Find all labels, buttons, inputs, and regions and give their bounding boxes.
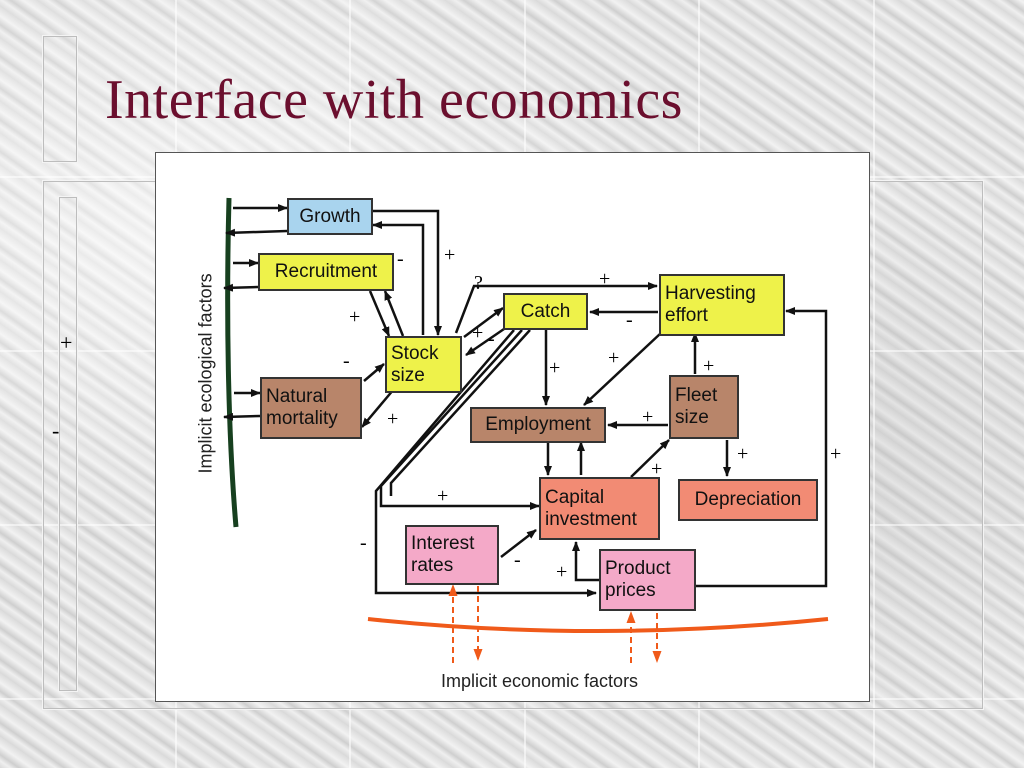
node-recruitment: Recruitment xyxy=(258,253,394,291)
arrow-recruitment-eco xyxy=(223,283,259,292)
node-interest-rates: Interest rates xyxy=(405,525,499,585)
economic-factors-label: Implicit economic factors xyxy=(441,671,639,691)
arrow-mortality-eco xyxy=(223,412,261,421)
sign-catch-capital-plus: + xyxy=(437,485,449,507)
arrow-recruitment-stock xyxy=(368,290,391,337)
slide-title: Interface with economics xyxy=(105,69,683,131)
side-plus-sign: + xyxy=(60,330,73,355)
node-harvesting-effort: Harvesting effort xyxy=(659,274,785,336)
node-capital-investment: Capital investment xyxy=(539,477,660,540)
arrow-interest-capital xyxy=(500,529,537,558)
arrow-catch-capital-inner xyxy=(389,329,531,496)
tile-seam xyxy=(873,0,875,768)
arrow-stock-effort xyxy=(454,282,658,334)
node-catch: Catch xyxy=(503,293,588,330)
sign-prices-capital-plus: + xyxy=(556,561,568,583)
economic-factors-arc xyxy=(367,617,829,633)
node-stock-size: Stock size xyxy=(385,336,462,393)
diagram-panel: Growth Recruitment Natural mortality Sto… xyxy=(155,152,870,702)
ecological-factors-line xyxy=(225,197,239,528)
sign-effort-employment-plus: + xyxy=(608,347,620,369)
sign-interest-capital-minus: - xyxy=(514,549,521,571)
arrow-stock-growth xyxy=(372,221,425,335)
sign-stock-mortality-plus: + xyxy=(387,408,399,430)
node-product-prices: Product prices xyxy=(599,549,696,611)
left-accent-bar xyxy=(58,196,78,692)
node-depreciation: Depreciation xyxy=(678,479,818,521)
arrow-stock-mortality xyxy=(361,388,395,428)
sign-recruit-stock-plus: + xyxy=(349,306,361,328)
sign-catch-prices-minus: - xyxy=(360,532,367,554)
sign-stock-catch-plus: + xyxy=(472,322,484,344)
sign-catch-employment-plus: + xyxy=(549,357,561,379)
arrow-catch-prices xyxy=(374,329,597,597)
arrow-prices-capital xyxy=(572,541,599,582)
arrow-stock-catch xyxy=(463,306,504,339)
sign-capital-fleet-plus: + xyxy=(651,458,663,480)
sign-mortality-stock-minus: - xyxy=(343,350,350,372)
sign-stock-catch-question: ? xyxy=(474,272,483,294)
arrow-mortality-stock xyxy=(363,363,385,382)
sign-catch-effort-plus: + xyxy=(599,268,611,290)
sign-effort-catch-minus: - xyxy=(626,309,633,331)
arrow-catch-capital xyxy=(379,329,540,510)
arrow-stock-recruitment xyxy=(383,290,405,337)
sign-prices-effort-plus: + xyxy=(830,443,842,465)
arrow-growth-stock xyxy=(373,209,442,336)
sign-growth-stock-plus: + xyxy=(444,244,456,266)
sign-catch-stock-minus: - xyxy=(488,328,495,350)
node-growth: Growth xyxy=(287,198,373,235)
sign-fleet-employment-plus: + xyxy=(642,406,654,428)
sign-fleet-depreciation-plus: + xyxy=(737,443,749,465)
diagram-arrows xyxy=(223,197,829,663)
node-natural-mortality: Natural mortality xyxy=(260,377,362,439)
arrow-growth-eco xyxy=(225,228,288,237)
sign-fleet-effort-plus: + xyxy=(703,355,715,377)
sign-growth-stock-minus: - xyxy=(397,248,404,270)
arrow-prices-effort xyxy=(696,307,828,588)
side-minus-sign: - xyxy=(52,418,60,443)
title-accent-bar xyxy=(42,35,78,163)
ecological-factors-label: Implicit ecological factors xyxy=(195,273,216,474)
arrow-effort-employment xyxy=(583,332,662,406)
arrow-capital-fleet xyxy=(630,439,670,478)
node-fleet-size: Fleet size xyxy=(669,375,739,439)
node-employment: Employment xyxy=(470,407,606,443)
arrow-catch-stock xyxy=(465,327,505,357)
